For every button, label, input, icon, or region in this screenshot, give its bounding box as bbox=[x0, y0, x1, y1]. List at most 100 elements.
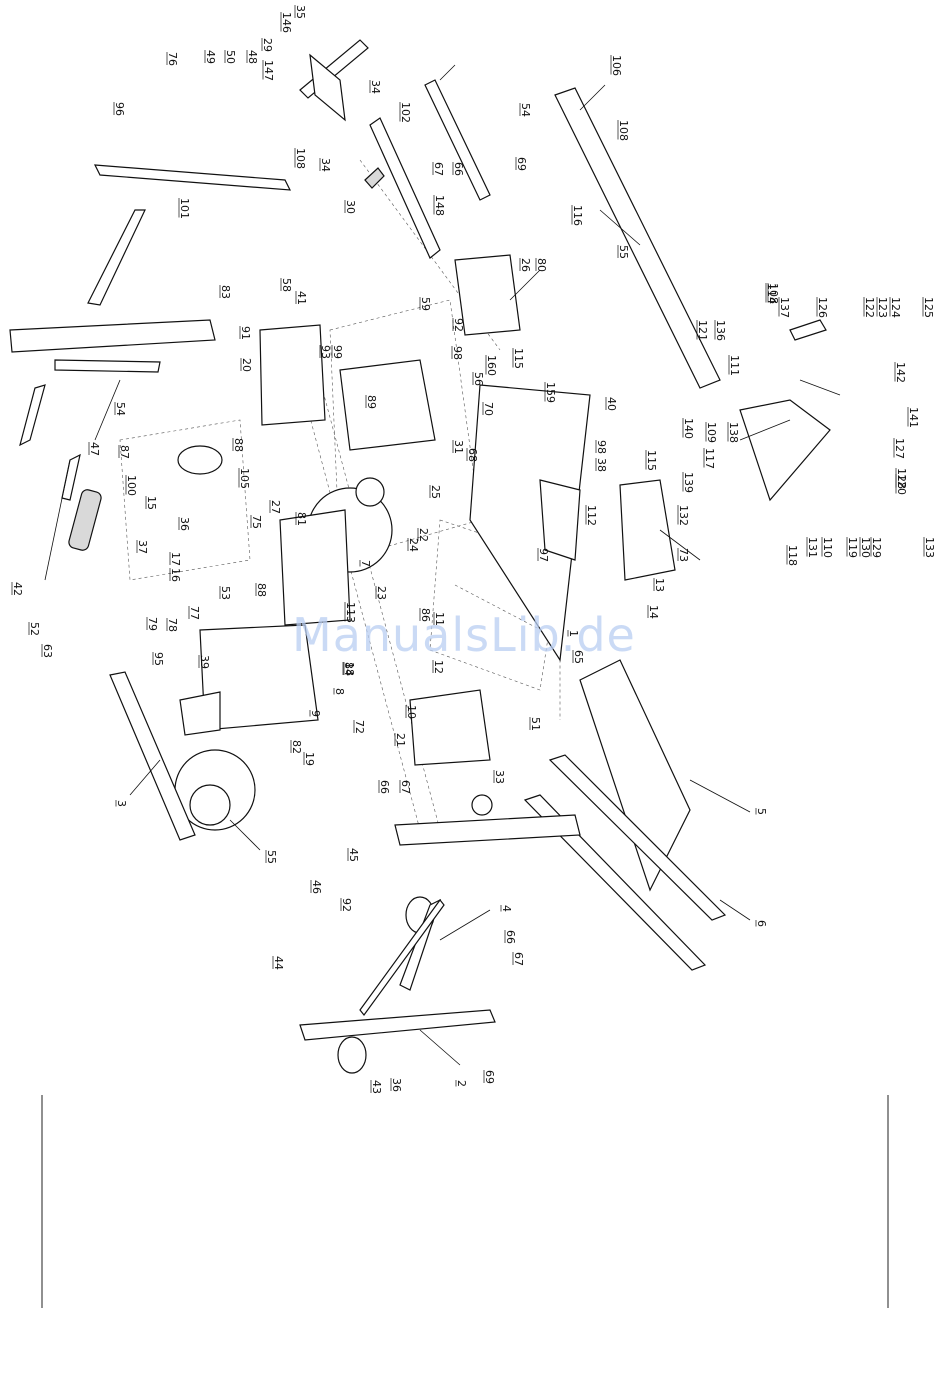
callout-label: 88 bbox=[255, 583, 268, 597]
callout-label: 122 bbox=[863, 297, 876, 318]
callout-label: 72 bbox=[353, 720, 366, 734]
callout-label: 16 bbox=[169, 568, 182, 582]
callout-label: 82 bbox=[290, 740, 303, 754]
callout-label: 123 bbox=[876, 297, 889, 318]
callout-label: 91 bbox=[239, 326, 252, 340]
callout-label: 48 bbox=[246, 50, 259, 64]
callout-label: 110 bbox=[821, 537, 834, 558]
callout-label: 100 bbox=[125, 475, 138, 496]
callout-label: 15 bbox=[145, 496, 158, 510]
belt-guard-part bbox=[179, 691, 221, 736]
callout-label: 93 bbox=[319, 345, 332, 359]
callout-label: 88 bbox=[232, 438, 245, 452]
callout-label: 124 bbox=[889, 297, 902, 318]
axle-46-part bbox=[359, 899, 445, 1016]
callout-label: 22 bbox=[417, 528, 430, 542]
callout-label: 105 bbox=[238, 468, 251, 489]
callout-label: 33 bbox=[493, 770, 506, 784]
callout-label: 37 bbox=[136, 540, 149, 554]
callout-label: 115 bbox=[645, 450, 658, 471]
callout-label: 67 bbox=[512, 952, 525, 966]
callout-label: 95 bbox=[152, 652, 165, 666]
callout-label: 58 bbox=[280, 278, 293, 292]
callout-label: 108 bbox=[294, 148, 307, 169]
callout-label: 2 bbox=[455, 1080, 468, 1087]
callout-label: 83 bbox=[219, 285, 232, 299]
callout-label: 20 bbox=[240, 358, 253, 372]
callout-label: 86 bbox=[419, 608, 432, 622]
callout-label: 129 bbox=[870, 537, 883, 558]
leg-right-part bbox=[394, 814, 581, 846]
pulley-part bbox=[471, 794, 493, 816]
callout-label: 11 bbox=[433, 612, 446, 626]
callout-label: 54 bbox=[519, 103, 532, 117]
plate-21-part bbox=[409, 689, 491, 766]
callout-label: 44 bbox=[272, 956, 285, 970]
watermark-text: ManualsLib.de bbox=[292, 608, 636, 662]
callout-label: 66 bbox=[452, 162, 465, 176]
side-plate-part bbox=[259, 324, 326, 426]
callout-label: 17 bbox=[169, 552, 182, 566]
callout-label: 87 bbox=[118, 445, 131, 459]
callout-label: 36 bbox=[390, 1078, 403, 1092]
callout-label: 114 bbox=[765, 283, 778, 304]
callout-label: 53 bbox=[219, 586, 232, 600]
callout-label: 12 bbox=[432, 660, 445, 674]
callout-label: 99 bbox=[331, 345, 344, 359]
callout-label: 121 bbox=[696, 320, 709, 341]
leader-lines bbox=[44, 64, 841, 1066]
callout-label: 66 bbox=[504, 930, 517, 944]
callout-label: 125 bbox=[922, 297, 935, 318]
callout-label: 78 bbox=[166, 618, 179, 632]
callout-label: 52 bbox=[28, 622, 41, 636]
callout-label: 92 bbox=[340, 898, 353, 912]
callout-label: 66 bbox=[378, 780, 391, 794]
callout-label: 55 bbox=[617, 245, 630, 259]
knob-part bbox=[364, 167, 385, 189]
blade-housing-part bbox=[279, 509, 351, 626]
callout-label: 147 bbox=[262, 60, 275, 81]
callout-label: 118 bbox=[786, 545, 799, 566]
callout-label: 14 bbox=[647, 605, 660, 619]
callout-label: 75 bbox=[250, 515, 263, 529]
callout-label: 148 bbox=[433, 195, 446, 216]
callout-label: 47 bbox=[88, 442, 101, 456]
table-insert-part bbox=[339, 359, 436, 451]
callout-label: 8 bbox=[333, 688, 346, 695]
rip-fence-part bbox=[369, 117, 441, 259]
callout-label: 112 bbox=[585, 505, 598, 526]
callout-label: 29 bbox=[261, 38, 274, 52]
callout-label: 24 bbox=[407, 538, 420, 552]
callout-label: 133 bbox=[923, 537, 936, 558]
callout-label: 3 bbox=[115, 800, 128, 807]
callout-label: 106 bbox=[610, 55, 623, 76]
main-table-part bbox=[469, 384, 591, 662]
callout-label: 97 bbox=[537, 548, 550, 562]
callout-label: 77 bbox=[188, 606, 201, 620]
callout-label: 120 bbox=[895, 474, 908, 495]
callout-label: 46 bbox=[310, 880, 323, 894]
cover-part bbox=[454, 254, 521, 336]
callout-label: 55 bbox=[265, 850, 278, 864]
callout-label: 67 bbox=[399, 780, 412, 794]
callout-label: 50 bbox=[224, 50, 237, 64]
callout-label: 68 bbox=[466, 448, 479, 462]
leg-left-lower bbox=[9, 319, 216, 353]
callout-label: 6 bbox=[755, 920, 768, 927]
callout-label: 41 bbox=[295, 291, 308, 305]
callout-label: 38 bbox=[595, 458, 608, 472]
callout-label: 42 bbox=[11, 582, 24, 596]
handwheel-part bbox=[177, 445, 223, 475]
callout-label: 139 bbox=[682, 472, 695, 493]
sliding-table-part bbox=[739, 399, 831, 502]
callout-label: 36 bbox=[178, 517, 191, 531]
callout-label: 136 bbox=[714, 320, 727, 341]
miter-gauge-part bbox=[619, 479, 676, 581]
callout-label: 101 bbox=[178, 198, 191, 219]
callout-label: 4 bbox=[500, 905, 513, 912]
flange-part bbox=[355, 477, 385, 507]
callout-label: 142 bbox=[894, 362, 907, 383]
callout-label: 70 bbox=[482, 402, 495, 416]
